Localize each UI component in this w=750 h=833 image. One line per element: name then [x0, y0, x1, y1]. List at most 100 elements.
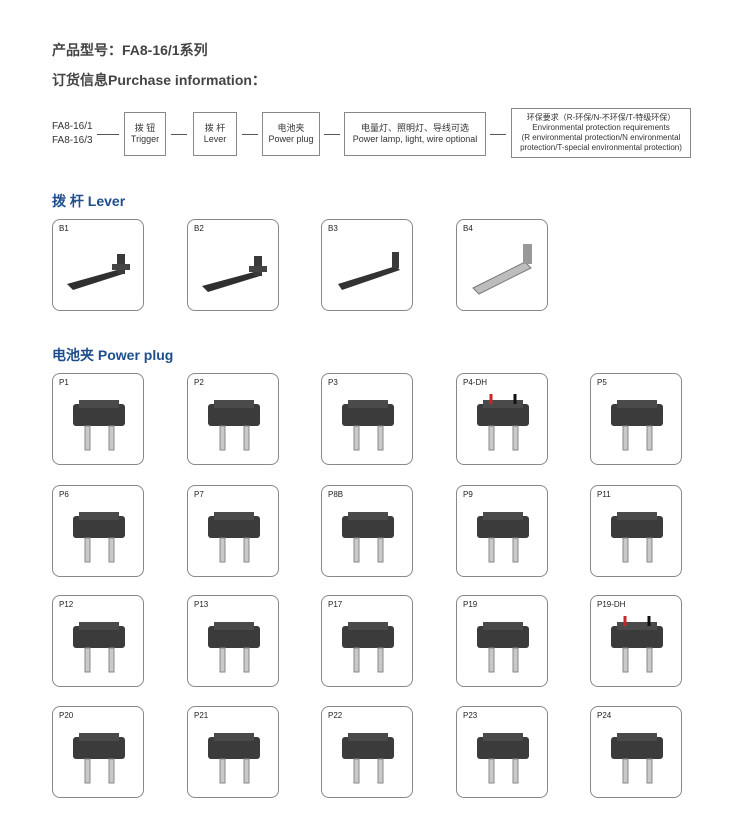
trigger-box-en: Trigger: [130, 134, 160, 144]
part-code: P19: [463, 600, 478, 609]
power-plug-card-p20[interactable]: P20: [52, 706, 144, 798]
part-code: P21: [194, 711, 209, 720]
part-code: P17: [328, 600, 343, 609]
separator-dash: [171, 134, 187, 135]
power-plug-card-p3[interactable]: P3: [321, 373, 413, 465]
power-plug-section-title: 电池夹 Power plug: [52, 347, 174, 363]
power-plug-p3-icon: [342, 400, 394, 451]
power-plug-card-p22[interactable]: P22: [321, 706, 413, 798]
power-plug-card-p21[interactable]: P21: [187, 706, 279, 798]
part-code: P13: [194, 600, 209, 609]
part-code: P6: [59, 490, 69, 499]
lever-card-b3[interactable]: B3: [321, 219, 413, 311]
env-protection-line-3: (R environmental protection/N environmen…: [521, 133, 681, 142]
power-plug-card-p2[interactable]: P2: [187, 373, 279, 465]
product-model-title: 产品型号：FA8-16/1系列: [52, 42, 208, 58]
power-plug-card-p17[interactable]: P17: [321, 595, 413, 687]
power-plug-p19-icon: [477, 622, 529, 673]
part-code: B1: [59, 224, 69, 233]
power-plug-card-p11[interactable]: P11: [590, 485, 682, 577]
env-protection-line-2: Environmental protection requirements: [532, 123, 670, 132]
power-plug-card-p4-dh[interactable]: P4-DH: [456, 373, 548, 465]
part-code: B3: [328, 224, 338, 233]
trigger-box-cn: 拨 钮: [134, 123, 156, 133]
env-protection-line-4: protection/T-special environmental prote…: [520, 143, 682, 152]
power-plug-card-p23[interactable]: P23: [456, 706, 548, 798]
lever-card-b4[interactable]: B4: [456, 219, 548, 311]
power-plug-p13-icon: [208, 622, 260, 673]
power-plug-p2-icon: [208, 400, 260, 451]
lever-b2-icon: [202, 256, 267, 292]
part-code: P8B: [328, 490, 344, 499]
power-plug-card-p8b[interactable]: P8B: [321, 485, 413, 577]
part-code: P5: [597, 378, 607, 387]
part-code: P11: [597, 490, 611, 499]
lever-box: 拨 杆 Lever: [193, 112, 237, 156]
power-plug-card-p1[interactable]: P1: [52, 373, 144, 465]
lamp-options-box-cn: 电量灯、照明灯、导线可选: [360, 123, 469, 133]
power-plug-p21-icon: [208, 733, 260, 784]
part-code: P7: [194, 490, 204, 499]
power-plug-card-p5[interactable]: P5: [590, 373, 682, 465]
power-plug-p20-icon: [73, 733, 125, 784]
power-plug-card-p19[interactable]: P19: [456, 595, 548, 687]
power-plug-card-p12[interactable]: P12: [52, 595, 144, 687]
separator-dash: [490, 134, 506, 135]
power-plug-p8b-icon: [342, 512, 394, 563]
power-plug-card-p24[interactable]: P24: [590, 706, 682, 798]
part-code: B2: [194, 224, 204, 233]
lever-b4-icon: [472, 244, 532, 295]
separator-dash: [97, 134, 119, 135]
lever-card-b2[interactable]: B2: [187, 219, 279, 311]
power-plug-p17-icon: [342, 622, 394, 673]
trigger-box: 拨 钮 Trigger: [124, 112, 166, 156]
purchase-info-title: 订货信息Purchase information：: [52, 72, 266, 88]
power-plug-p5-icon: [611, 400, 663, 451]
lever-box-cn: 拨 杆: [204, 123, 226, 133]
part-code: P23: [463, 711, 478, 720]
part-code: P4-DH: [463, 378, 488, 387]
power-plug-box: 电池夹 Power plug: [262, 112, 320, 156]
lever-section-title: 拨 杆 Lever: [52, 193, 126, 209]
power-plug-p22-icon: [342, 733, 394, 784]
lever-box-en: Lever: [203, 134, 227, 144]
power-plug-box-cn: 电池夹: [277, 123, 305, 133]
part-code: P12: [59, 600, 74, 609]
part-code: P19-DH: [597, 600, 626, 609]
lever-b1-icon: [67, 254, 130, 290]
power-plug-p24-icon: [611, 733, 663, 784]
separator-dash: [324, 134, 340, 135]
lamp-options-box: 电量灯、照明灯、导线可选 Power lamp, light, wire opt…: [344, 112, 486, 156]
power-plug-p12-icon: [73, 622, 125, 673]
power-plug-box-en: Power plug: [268, 134, 314, 144]
power-plug-p4-dh-icon: [477, 394, 529, 451]
power-plug-card-p13[interactable]: P13: [187, 595, 279, 687]
power-plug-card-p6[interactable]: P6: [52, 485, 144, 577]
power-plug-p1-icon: [73, 400, 125, 451]
power-plug-card-p7[interactable]: P7: [187, 485, 279, 577]
lever-b3-icon: [338, 252, 400, 290]
lever-card-b1[interactable]: B1: [52, 219, 144, 311]
part-code: P1: [59, 378, 69, 387]
power-plug-card-p19-dh[interactable]: P19-DH: [590, 595, 682, 687]
power-plug-p23-icon: [477, 733, 529, 784]
part-code: B4: [463, 224, 473, 233]
env-protection-box: 环保要求（R-环保/N-不环保/T-特级环保） Environmental pr…: [511, 108, 691, 158]
env-protection-line-1: 环保要求（R-环保/N-不环保/T-特级环保）: [526, 113, 676, 122]
model-code-1: FA8-16/1: [52, 121, 93, 132]
power-plug-p6-icon: [73, 512, 125, 563]
part-code: P20: [59, 711, 74, 720]
part-code: P3: [328, 378, 338, 387]
power-plug-p9-icon: [477, 512, 529, 563]
part-code: P2: [194, 378, 204, 387]
separator-dash: [242, 134, 258, 135]
part-code: P22: [328, 711, 343, 720]
power-plug-p19-dh-icon: [611, 616, 663, 673]
power-plug-p7-icon: [208, 512, 260, 563]
part-code: P9: [463, 490, 473, 499]
power-plug-card-p9[interactable]: P9: [456, 485, 548, 577]
lamp-options-box-en: Power lamp, light, wire optional: [352, 134, 478, 144]
part-code: P24: [597, 711, 612, 720]
power-plug-p11-icon: [611, 512, 663, 563]
model-code-2: FA8-16/3: [52, 135, 93, 146]
